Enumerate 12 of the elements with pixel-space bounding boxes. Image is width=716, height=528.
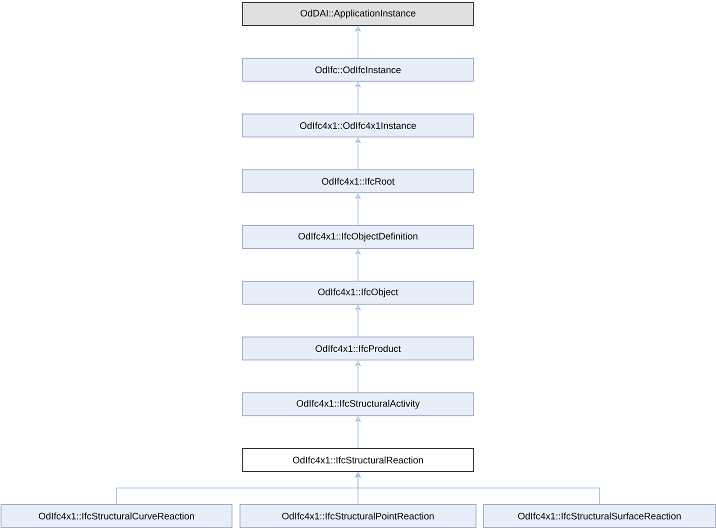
class-box: OdIfc4x1::IfcProduct (242, 336, 474, 360)
class-box: OdIfc4x1::IfcStructuralSurfaceReaction (483, 504, 716, 528)
class-box: OdIfc4x1::IfcStructuralReaction (242, 448, 474, 472)
class-box: OdIfc4x1::IfcObject (242, 280, 474, 305)
class-box: OdIfc4x1::IfcObjectDefinition (242, 225, 474, 249)
class-box: OdIfc4x1::IfcStructuralPointReaction (240, 504, 476, 528)
class-box: OdIfc4x1::IfcStructuralActivity (242, 392, 474, 416)
class-box: OdIfc4x1::OdIfc4x1Instance (242, 114, 474, 138)
class-box: OdIfc::OdIfcInstance (242, 58, 474, 82)
class-box: OdIfc4x1::IfcRoot (242, 169, 474, 194)
class-box: OdIfc4x1::IfcStructuralCurveReaction (0, 504, 232, 528)
base-class-box: OdDAI::ApplicationInstance (242, 2, 474, 26)
